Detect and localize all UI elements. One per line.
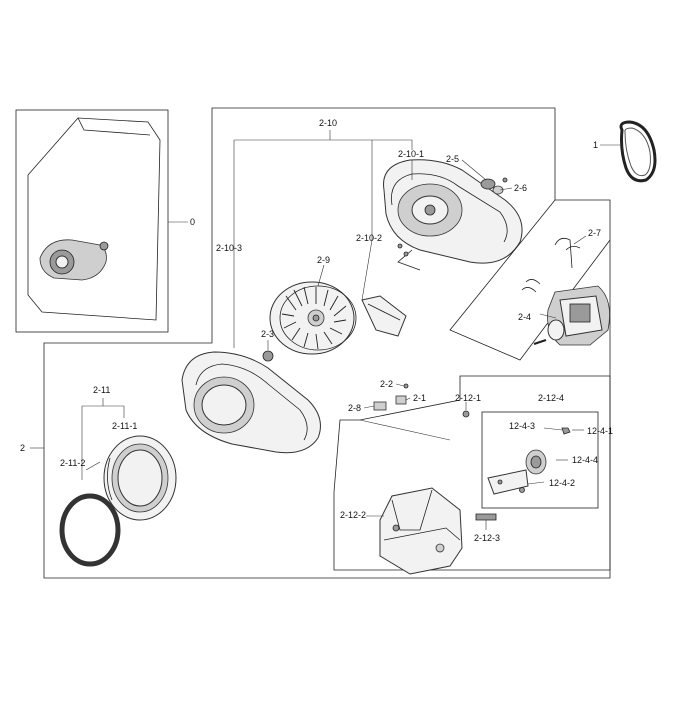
label-2-8: 2-8: [348, 403, 362, 413]
part-2-11-2-gasket: [59, 493, 121, 567]
label-2-7: 2-7: [588, 228, 602, 238]
inner-motor-box: [481, 411, 599, 509]
label-2-10-2: 2-10-2: [356, 233, 383, 243]
part-2-10-3-blower-housing: [181, 351, 321, 454]
part-2-10-2-baffle: [361, 295, 407, 337]
lower-frame-leader: [359, 419, 451, 441]
label-2-6: 2-6: [514, 183, 528, 193]
label-2-12-1: 2-12-1: [455, 393, 482, 403]
part-2-12-2-motor-bracket: [366, 487, 463, 575]
lower-bracket-frame: [333, 375, 611, 571]
label-2-12-2: 2-12-2: [340, 510, 367, 520]
part-2-1-2-2-2-8-sensor: [363, 383, 411, 411]
label-2: 2: [20, 443, 26, 453]
part-12-4-1-spring: [543, 427, 584, 435]
assembly-0-blower-thumbnail: [39, 239, 109, 281]
part-2-12-3-spring: [475, 513, 497, 530]
part-2-7-clips: [554, 235, 587, 269]
label-2-4: 2-4: [518, 312, 532, 322]
label-12-4-4: 12-4-4: [572, 455, 599, 465]
part-2-10-1-duct-housing: [383, 159, 523, 271]
part-1-belt: [600, 120, 657, 183]
leader-2-10-2: [361, 140, 373, 301]
part-12-4-2-bolt: [519, 481, 545, 493]
label-2-12-3: 2-12-3: [474, 533, 501, 543]
part-2-5-2-6-hardware: [461, 159, 513, 195]
label-0: 0: [190, 217, 196, 227]
part-12-4-4-pulley: [487, 449, 568, 495]
label-2-11-2: 2-11-2: [60, 458, 86, 468]
label-2-2: 2-2: [380, 379, 394, 389]
cabinet-edge: [77, 117, 151, 136]
label-12-4-3: 12-4-3: [509, 421, 536, 431]
main-frame: [43, 107, 611, 579]
cabinet-outline: [27, 117, 161, 321]
label-2-9: 2-9: [317, 255, 331, 265]
label-2-5: 2-5: [446, 154, 460, 164]
part-2-3-nut: [262, 340, 274, 362]
label-2-3: 2-3: [261, 329, 275, 339]
part-2-9-blower-wheel: [269, 264, 357, 355]
label-2-11-1: 2-11-1: [112, 421, 138, 431]
label-2-11: 2-11: [93, 385, 111, 395]
part-2-11-fan-duct: [81, 398, 177, 521]
label-12-4-2: 12-4-2: [549, 478, 576, 488]
bracket-2-10: [234, 139, 413, 150]
part-2-12-1-screw: [462, 402, 470, 418]
label-12-4-1: 12-4-1: [587, 426, 614, 436]
label-2-10-3: 2-10-3: [216, 243, 243, 253]
label-1: 1: [593, 140, 599, 150]
label-2-10: 2-10: [319, 118, 338, 128]
assembly-0-inset: [15, 109, 188, 333]
label-2-1: 2-1: [413, 393, 427, 403]
inset-frame: [15, 109, 169, 333]
label-2-12-4: 2-12-4: [538, 393, 565, 403]
label-2-10-1: 2-10-1: [398, 149, 425, 159]
part-2-4-motor: [521, 279, 611, 346]
